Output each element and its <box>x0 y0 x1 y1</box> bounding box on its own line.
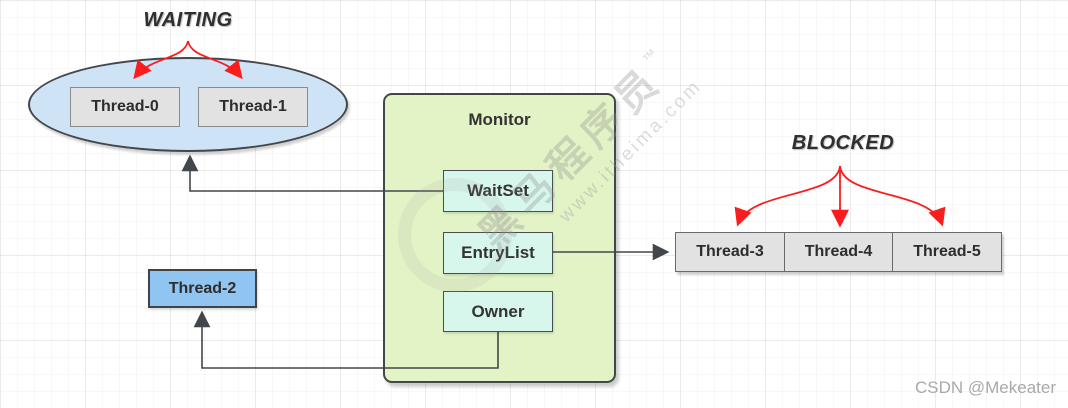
thread-3-box: Thread-3 <box>675 232 785 272</box>
thread-2-box: Thread-2 <box>148 269 257 308</box>
blocked-arrow-left <box>734 165 841 227</box>
entrylist-label: EntryList <box>461 243 535 262</box>
credit-text: CSDN @Mekeater <box>914 378 1056 397</box>
entrylist-box: EntryList <box>443 232 553 274</box>
thread-1-label: Thread-1 <box>219 98 287 115</box>
thread-0-box: Thread-0 <box>70 87 180 127</box>
owner-label: Owner <box>471 301 525 321</box>
thread-5-box: Thread-5 <box>892 232 1002 272</box>
waitset-label: WaitSet <box>467 181 529 200</box>
waiting-title: WAITING <box>143 9 233 31</box>
thread-5-label: Thread-5 <box>913 243 981 260</box>
watermark-tm: ™ <box>639 45 661 67</box>
waitset-box: WaitSet <box>443 170 553 212</box>
monitor-title: Monitor <box>468 110 531 129</box>
thread-4-box: Thread-4 <box>783 232 894 272</box>
thread-2-label: Thread-2 <box>168 279 237 297</box>
thread-0-label: Thread-0 <box>91 98 159 115</box>
thread-1-box: Thread-1 <box>198 87 308 127</box>
blocked-arrow-right <box>839 165 946 227</box>
thread-3-label: Thread-3 <box>696 243 764 260</box>
owner-box: Owner <box>443 291 553 332</box>
thread-4-label: Thread-4 <box>804 243 873 260</box>
blocked-title: BLOCKED <box>791 132 895 154</box>
blocked-thread-row: Thread-3 Thread-4 Thread-5 <box>675 232 1002 272</box>
